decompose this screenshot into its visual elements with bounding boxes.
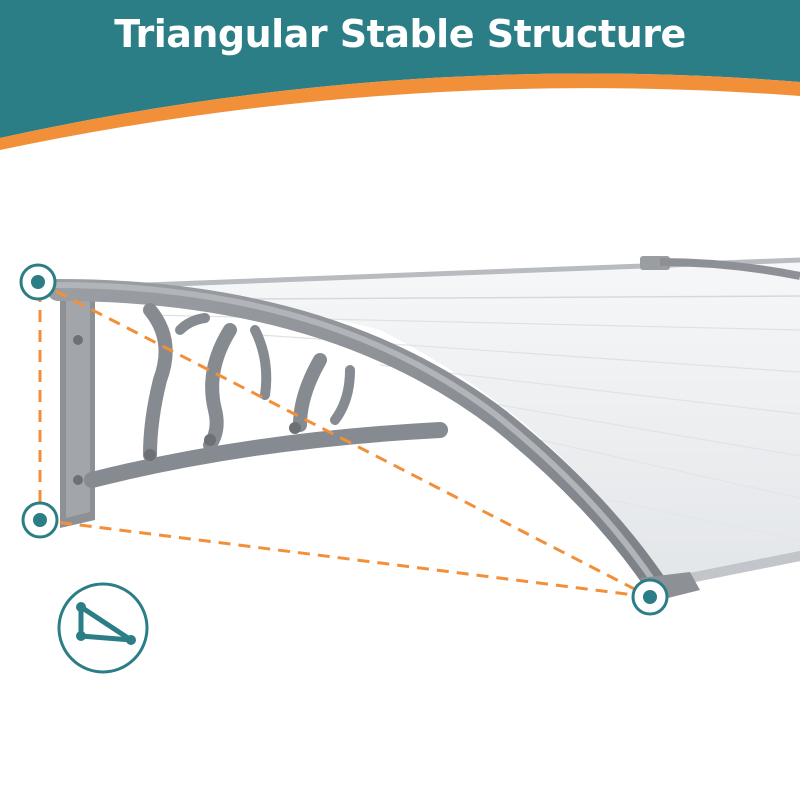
triangle-guide-lines	[37, 280, 651, 599]
wall-mount-plate	[60, 280, 95, 528]
marker-top-left	[19, 263, 57, 301]
header-banner	[0, 0, 800, 150]
marker-front-tip	[631, 578, 669, 616]
marker-bottom-left	[21, 501, 59, 539]
banner-title: Triangular Stable Structure	[114, 12, 686, 56]
triangle-structure-icon	[57, 582, 149, 674]
canopy-panel	[55, 256, 800, 585]
banner-accent-stripe	[0, 73, 800, 150]
support-bracket	[47, 279, 700, 601]
